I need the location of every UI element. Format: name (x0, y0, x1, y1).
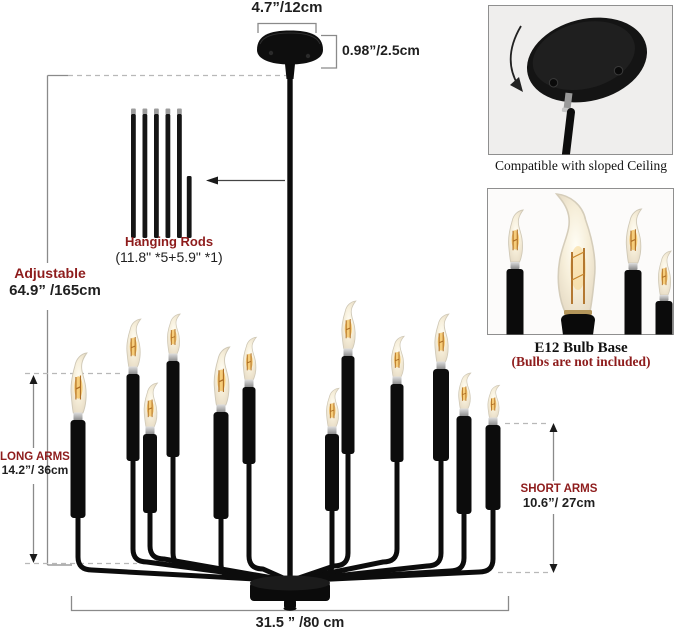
arrowheads (29, 375, 558, 573)
adjustable-value: 64.9” /165cm (9, 282, 101, 299)
rotate-arrow-icon (509, 25, 523, 92)
candle-sleeve (166, 361, 180, 457)
hanging-rod-arrow (206, 176, 285, 185)
bulb-socket (327, 426, 337, 435)
bulb-socket (459, 408, 469, 417)
flame-bulb (242, 336, 257, 381)
e12-bulb-caption: E12 Bulb Base (534, 340, 628, 356)
candle-arm (287, 335, 405, 584)
candle-arm (126, 318, 293, 584)
candle-sleeve (456, 416, 472, 514)
candle-sleeve (213, 412, 229, 519)
bulb-socket (392, 376, 402, 385)
candle-sleeve (433, 369, 449, 461)
sloped-ceiling-caption: Compatible with sloped Ceiling (494, 158, 668, 173)
canopy-height-label: 0.98”/2.5cm (342, 42, 420, 58)
arrow-left-icon (206, 176, 218, 185)
short-arms-value: 10.6”/ 27cm (522, 495, 596, 510)
hanging-rods-value: (11.8" *5+5.9" *1) (115, 249, 223, 265)
adjustable-bracket (46, 74, 72, 566)
candle-arm (287, 313, 450, 584)
flame-bulb (458, 372, 472, 410)
flame-bulb (126, 318, 142, 368)
bulb-socket (436, 361, 446, 370)
flame-bulb (390, 335, 405, 378)
flame-bulb (213, 346, 231, 406)
hanging-rods-label: Hanging Rods (124, 234, 214, 249)
candle-arm (166, 313, 293, 584)
center-hub (250, 575, 330, 611)
candle-sleeve (341, 356, 355, 454)
flame-bulb (434, 313, 450, 363)
adjustable-label: Adjustable (14, 265, 86, 281)
bulb-socket (73, 412, 83, 421)
flame-bulb (487, 384, 501, 419)
flame-bulb (143, 382, 159, 428)
tilted-canopy (526, 17, 648, 103)
long-arms-value: 14.2”/ 36cm (1, 463, 69, 477)
long-arms-label: LONG ARMS (0, 451, 70, 463)
bulb-socket (168, 353, 178, 362)
arrow-down-icon (29, 554, 38, 563)
flame-bulb (325, 387, 340, 428)
main-rod (285, 56, 295, 584)
canopy-height-bracket (321, 34, 338, 69)
arrow-down-icon (549, 564, 558, 573)
bulb-socket (488, 417, 498, 426)
arrow-up-icon (29, 375, 38, 384)
flame-bulb (341, 300, 357, 350)
bulbs-not-included-caption: (Bulbs are not included) (511, 354, 651, 369)
arrow-up-icon (549, 423, 558, 432)
bulb-socket (128, 366, 138, 375)
flame-bulb (166, 313, 181, 355)
candle-arm (213, 346, 293, 584)
candle-arm (143, 382, 293, 584)
candle-sleeve (126, 374, 140, 461)
short-arms-label: SHORT ARMS (520, 483, 598, 495)
ceiling-canopy (257, 30, 323, 65)
candle-sleeve (242, 387, 256, 464)
candle-arm (242, 336, 293, 584)
bulb-socket (145, 426, 155, 435)
candle-arm (287, 387, 340, 584)
hanging-rods-graphic (131, 108, 192, 238)
flame-bulb (70, 352, 88, 414)
candle-arm (70, 352, 293, 584)
bulb-inset (487, 188, 674, 335)
candle-arm (287, 300, 357, 584)
candle-sleeve (143, 434, 157, 513)
candle-sleeve (485, 425, 501, 510)
candle-arms (70, 300, 501, 584)
dimension-lines (32, 22, 555, 612)
bulb-socket (244, 379, 254, 388)
bulb-socket (343, 348, 353, 357)
sloped-ceiling-inset (488, 5, 673, 155)
canopy-width-bracket (257, 22, 317, 33)
bulb-socket (216, 404, 226, 413)
candle-arm (287, 384, 501, 584)
canopy-width-label: 4.7”/12cm (251, 0, 323, 16)
bottom-width-label: 31.5 ” /80 cm (255, 615, 345, 631)
candle-sleeve (70, 420, 86, 518)
candle-sleeve (325, 434, 339, 511)
candle-sleeve (390, 384, 404, 462)
